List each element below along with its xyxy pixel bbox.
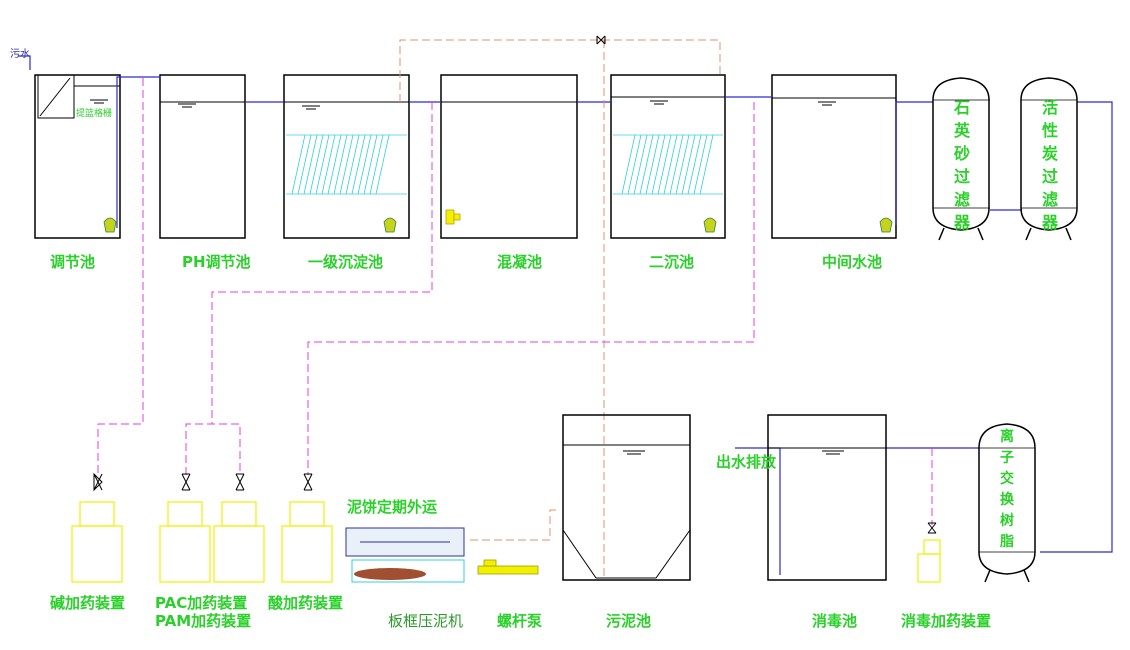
outlet-label: 出水排放 bbox=[716, 453, 777, 471]
tank-intermediate bbox=[771, 74, 897, 239]
filter-press-label: 板框压泥机 bbox=[388, 612, 464, 630]
inlet-label: 污水 bbox=[10, 49, 30, 60]
tank4-label: 混凝池 bbox=[497, 253, 543, 271]
water-level-marks bbox=[90, 99, 844, 455]
tank1-label: 调节池 bbox=[50, 253, 96, 271]
pac-dosing-label: PAC加药装置 bbox=[155, 594, 248, 612]
screw-pump-icon bbox=[477, 559, 539, 575]
pam-dosing-label: PAM加药装置 bbox=[155, 612, 252, 630]
screw-pump-label: 螺杆泵 bbox=[497, 612, 543, 630]
alkali-dosing-label: 碱加药装置 bbox=[50, 594, 126, 612]
dosing-valves bbox=[93, 35, 937, 534]
lamella-pack-2 bbox=[613, 134, 723, 195]
ion-exchange-label: 离子交换树脂 bbox=[1000, 429, 1014, 550]
activated-carbon-filter bbox=[1020, 77, 1078, 241]
water-pipes bbox=[18, 55, 1113, 575]
sludge-tank bbox=[562, 414, 691, 581]
tank-primary-settling bbox=[283, 74, 410, 239]
tank2-label: PH调节池 bbox=[182, 253, 251, 271]
disinfect-tank-label: 消毒池 bbox=[812, 612, 858, 630]
sludge-lines bbox=[399, 39, 721, 580]
tank3-label: 一级沉淀池 bbox=[308, 253, 384, 271]
chemical-dosing-lines bbox=[97, 78, 933, 525]
disinfection-tank bbox=[767, 414, 887, 581]
ion-exchange-vessel bbox=[978, 423, 1036, 583]
tank-coagulation bbox=[440, 74, 578, 239]
disinfect-dosing-label: 消毒加药装置 bbox=[901, 612, 992, 630]
tank6-label: 中间水池 bbox=[822, 253, 883, 271]
acid-dosing-label: 酸加药装置 bbox=[268, 594, 344, 612]
screen-label: 提篮格栅 bbox=[76, 109, 113, 119]
tank-regulating bbox=[34, 74, 121, 239]
quartz-filter-label: 石英砂过滤器 bbox=[953, 98, 970, 232]
carbon-filter-label: 活性炭过滤器 bbox=[1041, 98, 1058, 232]
lamella-pack-1 bbox=[286, 134, 407, 195]
submersible-pump-icons bbox=[103, 217, 893, 233]
tank-secondary-settling bbox=[610, 74, 726, 239]
quartz-sand-filter bbox=[932, 77, 990, 241]
tank5-label: 二沉池 bbox=[649, 253, 695, 271]
sludge-tank-label: 污泥池 bbox=[606, 612, 652, 630]
tank-ph bbox=[159, 74, 246, 239]
sludge-cake-label: 泥饼定期外运 bbox=[347, 498, 438, 516]
mixer-icon bbox=[445, 209, 461, 225]
dosing-tanks bbox=[71, 501, 941, 583]
filter-press-icon bbox=[345, 527, 465, 583]
